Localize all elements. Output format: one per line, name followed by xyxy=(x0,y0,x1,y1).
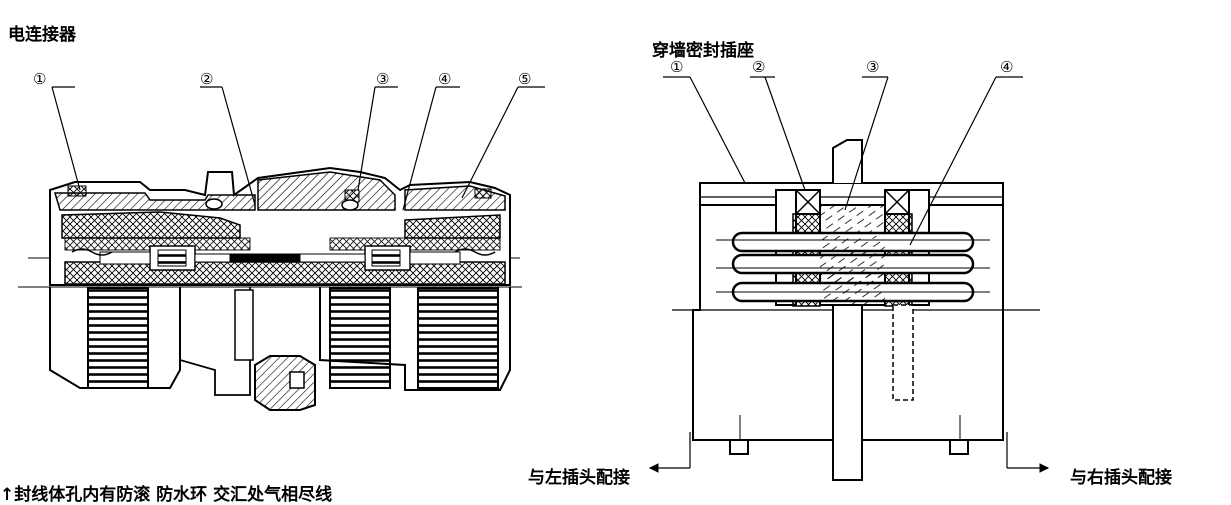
center-shell-hatch xyxy=(257,171,396,211)
right-callout-1: ① xyxy=(670,58,683,76)
right-coupling-nut xyxy=(417,287,499,389)
right-seal-x xyxy=(884,189,910,215)
right-diagram-title: 穿墙密封插座 xyxy=(652,41,754,61)
right-callout-4: ④ xyxy=(1000,58,1013,76)
right-contact-spring xyxy=(371,249,401,267)
left-seal-ring xyxy=(67,185,87,197)
left-connection-label: 与左插头配接 xyxy=(528,468,630,488)
center-coupling-nut xyxy=(329,287,391,389)
center-pin-dark xyxy=(229,253,301,263)
left-arrow-head xyxy=(648,463,659,473)
right-o-ring xyxy=(341,199,359,211)
electrical-connector-diagram: ① ② ③ ④ ⑤ xyxy=(18,70,545,411)
left-shell-hatch xyxy=(53,192,256,211)
left-insulator-mid xyxy=(64,237,251,251)
left-contact-spring xyxy=(157,249,187,267)
right-lower-body xyxy=(319,287,511,391)
left-insulator-top xyxy=(61,211,241,239)
right-connection-label: 与右插头配接 xyxy=(1070,468,1172,488)
right-foot xyxy=(949,439,969,455)
left-callout-2: ② xyxy=(200,70,213,88)
left-o-ring xyxy=(205,198,223,210)
dashed-key xyxy=(892,304,914,401)
right-pin-tip xyxy=(454,248,496,256)
insulator-lower-band xyxy=(64,261,506,285)
left-pin-body xyxy=(99,251,151,265)
center-post xyxy=(832,304,863,481)
left-coupling-nut xyxy=(87,287,149,389)
left-callout-4: ④ xyxy=(438,70,451,88)
left-pin-tip xyxy=(71,248,113,256)
left-callout-1: ① xyxy=(33,70,46,88)
right-callout-leaders xyxy=(663,76,1023,246)
center-stem xyxy=(234,289,254,361)
right-arrow-head xyxy=(1039,463,1050,473)
left-callout-labels: ① ② ③ ④ ⑤ xyxy=(33,70,531,88)
left-callout-3: ③ xyxy=(376,70,389,88)
right-callout-3: ③ xyxy=(866,58,879,76)
wall-plate xyxy=(699,182,1004,206)
left-diagram-title: 电连接器 xyxy=(8,25,76,45)
top-flange xyxy=(832,139,863,183)
right-seal-ring xyxy=(474,188,492,199)
center-left-lower-body xyxy=(179,287,251,396)
left-foot xyxy=(729,439,749,455)
left-callout-leaders xyxy=(51,86,545,211)
right-callout-2: ② xyxy=(752,58,765,76)
bottom-flange xyxy=(254,355,316,411)
left-seal-x xyxy=(795,189,821,215)
bottom-screw xyxy=(289,371,305,389)
right-callout-labels: ① ② ③ ④ xyxy=(670,58,1013,76)
left-callout-5: ⑤ xyxy=(518,70,531,88)
wall-penetration-receptacle-diagram: ① ② ③ ④ xyxy=(648,58,1050,481)
diagram-canvas: ① ② ③ ④ ⑤ xyxy=(18,58,1050,481)
right-pin-body xyxy=(409,251,461,265)
right-insulator-mid xyxy=(329,237,501,251)
